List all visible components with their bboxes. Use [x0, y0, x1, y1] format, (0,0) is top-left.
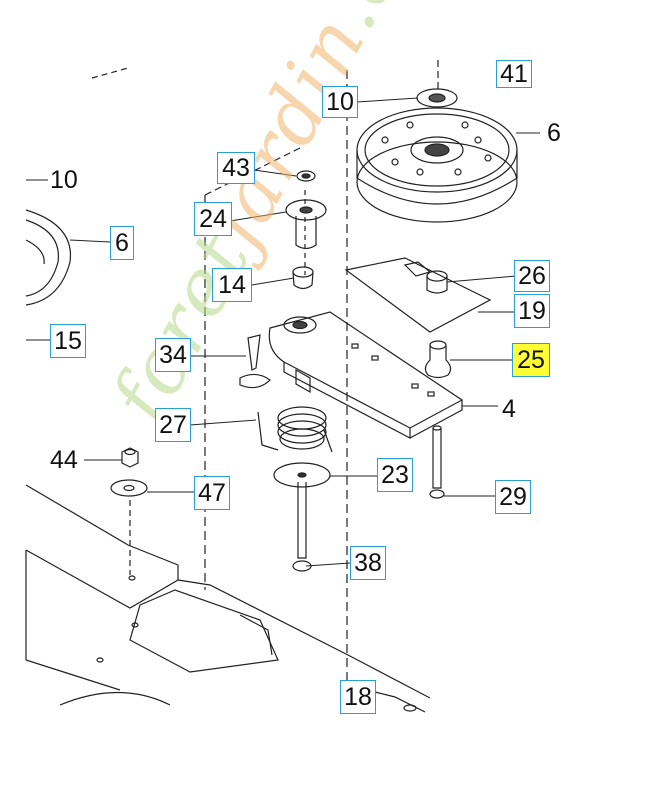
- label-10-left: 10: [50, 166, 78, 194]
- callout-25-highlighted: 25: [512, 343, 550, 377]
- callout-24: 24: [194, 202, 232, 236]
- callout-34: 34: [155, 338, 191, 372]
- spring-27: [257, 406, 333, 453]
- stud-34: [239, 334, 271, 389]
- washer-23: [273, 462, 331, 488]
- callout-15: 15: [50, 324, 86, 358]
- callout-18: 18: [340, 680, 376, 714]
- leader-lines: [26, 97, 540, 567]
- callout-23: 23: [377, 458, 413, 492]
- label-4: 4: [502, 395, 516, 423]
- pulley-large: [356, 88, 518, 223]
- callout-47: 47: [194, 476, 230, 510]
- callout-14: 14: [212, 268, 252, 302]
- nut-43: [296, 170, 316, 182]
- nut-44: [121, 447, 139, 468]
- callout-38: 38: [350, 546, 386, 580]
- bushing-26: [426, 270, 448, 294]
- washer-47: [110, 479, 148, 497]
- bolt-29: [429, 425, 445, 499]
- callout-6-left: 6: [110, 226, 134, 260]
- bushing-14: [292, 266, 314, 290]
- dashed-line: [91, 67, 129, 79]
- callout-43: 43: [217, 152, 255, 184]
- label-44: 44: [50, 446, 78, 474]
- callout-19: 19: [514, 294, 550, 328]
- shaft-25: [424, 340, 452, 379]
- dashed-line: [204, 147, 301, 196]
- callout-10: 10: [322, 86, 358, 118]
- callout-26: 26: [514, 260, 550, 292]
- callout-41: 41: [496, 60, 532, 88]
- bolt-38: [292, 482, 312, 572]
- mower-deck: [25, 484, 431, 713]
- spindle-24: [285, 199, 327, 250]
- plate-19: [344, 257, 492, 333]
- pulley-partial-left: [25, 209, 72, 306]
- idler-arm-4: [268, 311, 464, 439]
- label-6: 6: [547, 119, 561, 147]
- callout-27: 27: [155, 408, 191, 442]
- callout-29: 29: [495, 480, 531, 514]
